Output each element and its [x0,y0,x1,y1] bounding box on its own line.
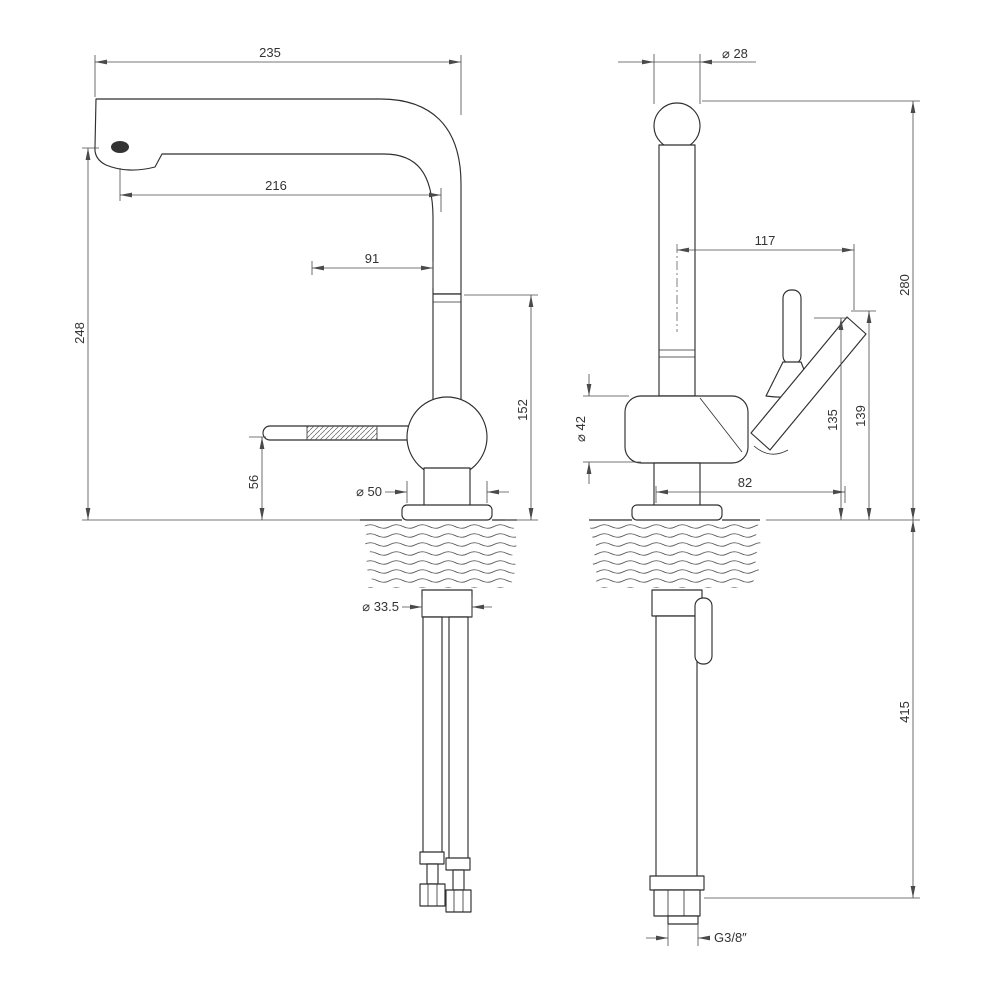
handle-lever-side [262,425,415,441]
dim-neck-offset: 91 [365,251,379,266]
dim-handle-pivot-height: 135 [825,409,840,431]
dim-handle-top-height: 139 [853,405,868,427]
dim-handle-offset: 82 [738,475,752,490]
dimension-annotations: 235 216 91 248 56 152 ⌀ 50 ⌀ 33.5 ⌀ 28 1… [72,45,920,946]
supply-hose-left-1 [419,616,446,907]
mixer-body-side [406,396,488,478]
dim-body-diameter-side: ⌀ 50 [356,484,382,499]
countertop-right-section [589,519,761,588]
dim-shank-diameter: ⌀ 33.5 [362,599,399,614]
hose-outlet-detail [694,597,713,665]
dim-handle-reach: 117 [755,233,776,248]
countertop-left-section [360,519,518,588]
dim-total-height: 280 [897,274,912,296]
base-flange-side [401,504,493,521]
dim-spout-height: 248 [72,322,87,344]
supply-hose-left-2 [445,616,472,913]
faucet-front-view [624,102,867,925]
dim-hose-length: 415 [897,701,912,723]
dim-spout-reach-inner: 216 [265,178,287,193]
dim-body-diameter-front: ⌀ 42 [573,416,588,442]
dim-handle-height: 56 [246,475,261,489]
dim-connection-thread: G3/8″ [714,930,747,945]
handle-lever-rotated [750,316,867,451]
dim-top-diameter: ⌀ 28 [722,46,748,61]
spout-top-front [653,102,701,150]
base-flange-front [631,504,723,521]
mixer-body-front [624,395,749,464]
faucet-side-view [94,98,493,913]
handle-front [750,289,867,455]
spout-side [94,98,462,295]
supply-hose-front [649,615,705,925]
aerator-detail [111,141,129,153]
dim-spout-reach: 235 [259,45,281,60]
dim-body-height: 152 [515,399,530,421]
